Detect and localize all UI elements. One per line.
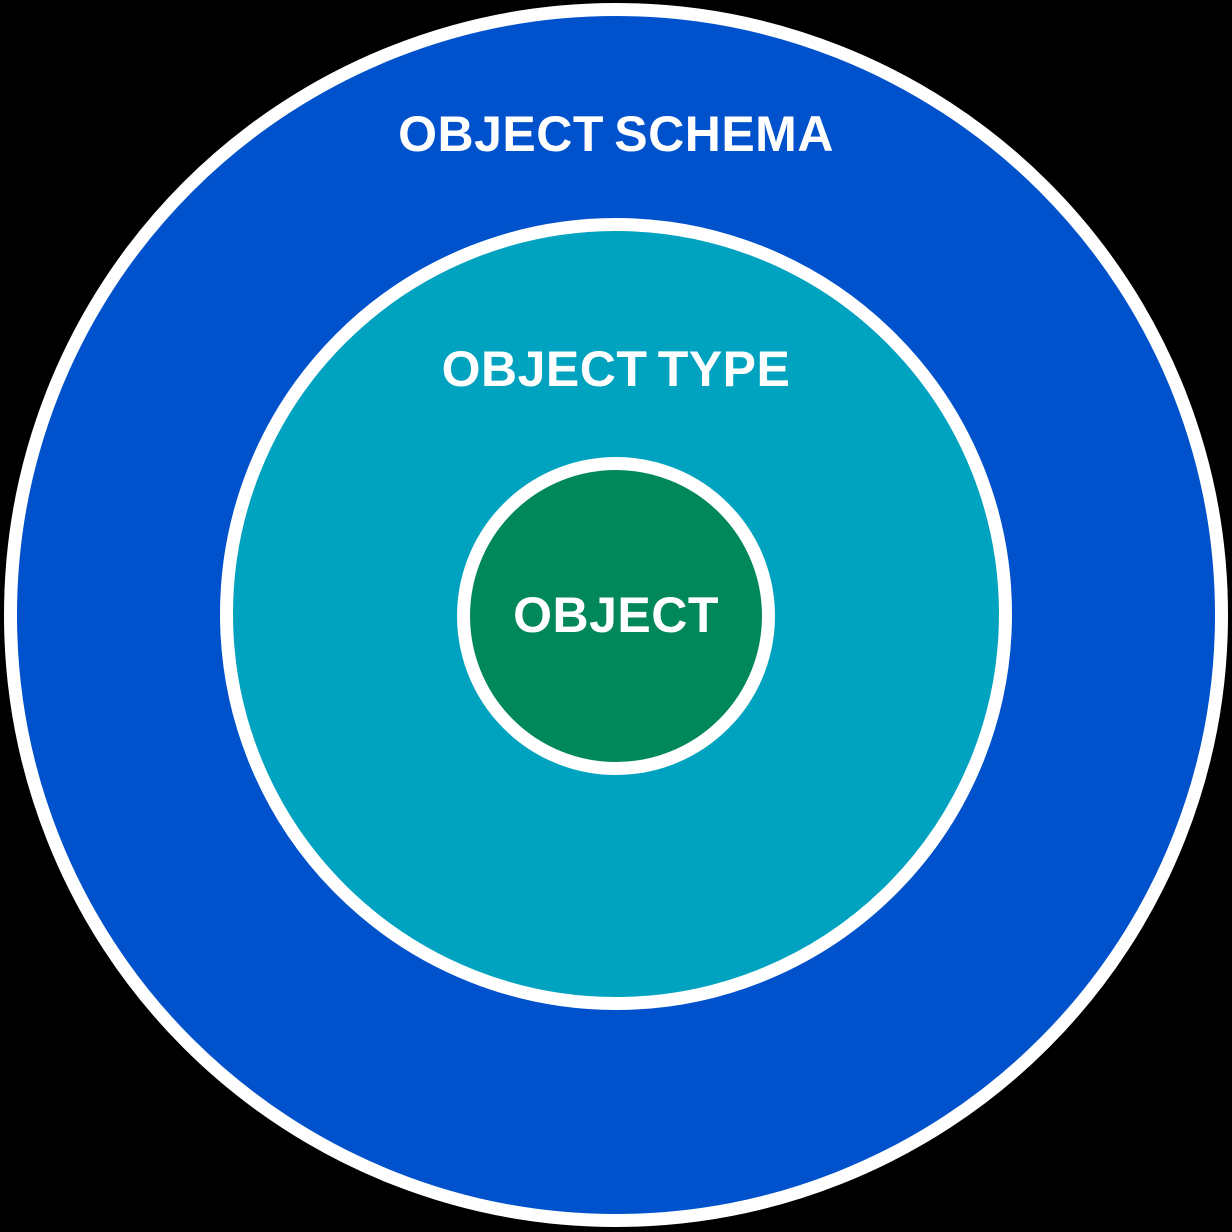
- object-schema-label: OBJECT SCHEMA: [398, 106, 834, 162]
- object-type-label: OBJECT TYPE: [441, 341, 791, 397]
- object-label: OBJECT: [513, 587, 719, 643]
- object-schema-circle: OBJECT SCHEMA OBJECT TYPE OBJECT: [4, 3, 1228, 1227]
- object-circle: OBJECT: [457, 457, 775, 775]
- object-type-circle: OBJECT TYPE OBJECT: [220, 218, 1012, 1010]
